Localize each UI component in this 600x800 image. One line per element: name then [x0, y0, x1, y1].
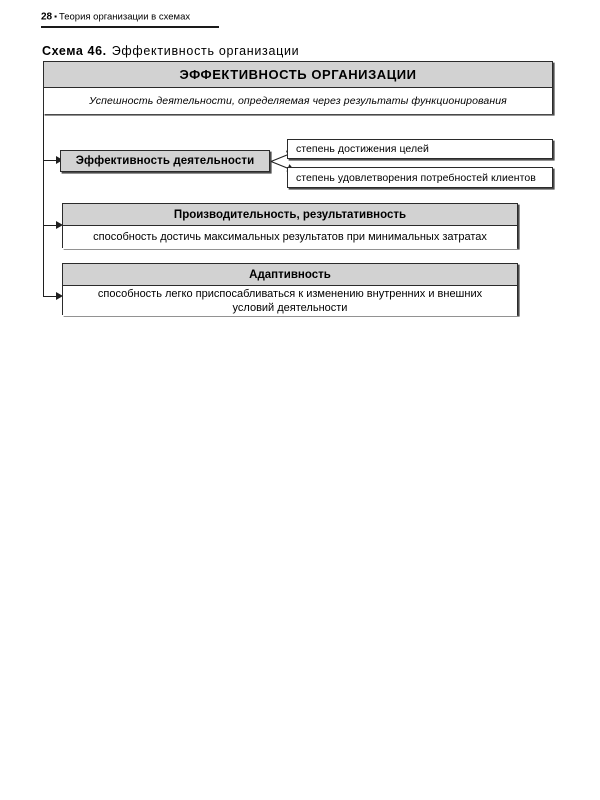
arrow-head-branch-2-icon [56, 221, 63, 230]
branch-1-child-2-label: степень удовлетворения потребностей клие… [296, 171, 536, 184]
branch-3-title: Адаптивность [63, 264, 517, 285]
branch-2-node: Производительность, результативность спо… [62, 203, 518, 249]
connector-stub-branch-1 [44, 160, 57, 162]
figure-title: Эффективность организации [111, 44, 300, 58]
root-node: ЭФФЕКТИВНОСТЬ ОРГАНИЗАЦИИ Успешность дея… [43, 61, 553, 114]
branch-2-divider [63, 225, 517, 227]
root-node-divider [44, 87, 552, 89]
running-head-title: Теория организации в схемах [58, 11, 191, 23]
branch-3-description-line-1: способность легко приспосабливаться к из… [97, 287, 483, 300]
branch-1-child-1: степень достижения целей [287, 139, 553, 159]
figure-number: Схема 46. [42, 44, 107, 58]
running-head: 28▪Теория организации в схемах [41, 11, 511, 24]
running-head-rule [41, 26, 219, 28]
root-node-header: ЭФФЕКТИВНОСТЬ ОРГАНИЗАЦИИ [44, 62, 552, 87]
branch-2-title: Производительность, результативность [63, 204, 517, 225]
branch-3-node: Адаптивность способность легко приспосаб… [62, 263, 518, 316]
connector-spine [43, 114, 45, 297]
branch-2-description: способность достичь максимальных результ… [63, 226, 517, 249]
connector-stub-branch-2 [44, 225, 57, 227]
arrow-head-branch-3-icon [56, 292, 63, 301]
branch-3-description-line-2: условий деятельности [232, 301, 348, 314]
page-number: 28 [41, 11, 53, 23]
figure-caption: Схема 46. Эффективность организации [42, 44, 299, 59]
branch-3-divider [63, 285, 517, 287]
branch-1-child-1-label: степень достижения целей [296, 143, 429, 155]
branch-1-title: Эффективность деятельности [61, 151, 269, 171]
arrow-head-branch-1-icon [56, 156, 63, 165]
connector-branch-1-child-2 [270, 161, 296, 174]
root-node-subtitle: Успешность деятельности, определяемая че… [44, 88, 552, 114]
branch-1-node: Эффективность деятельности [60, 150, 270, 172]
bullet-separator-icon: ▪ [54, 12, 57, 21]
branch-3-description: способность легко приспосабливаться к из… [63, 286, 517, 316]
connector-stub-branch-3 [44, 296, 57, 298]
branch-1-child-2: степень удовлетворения потребностей клие… [287, 167, 553, 188]
